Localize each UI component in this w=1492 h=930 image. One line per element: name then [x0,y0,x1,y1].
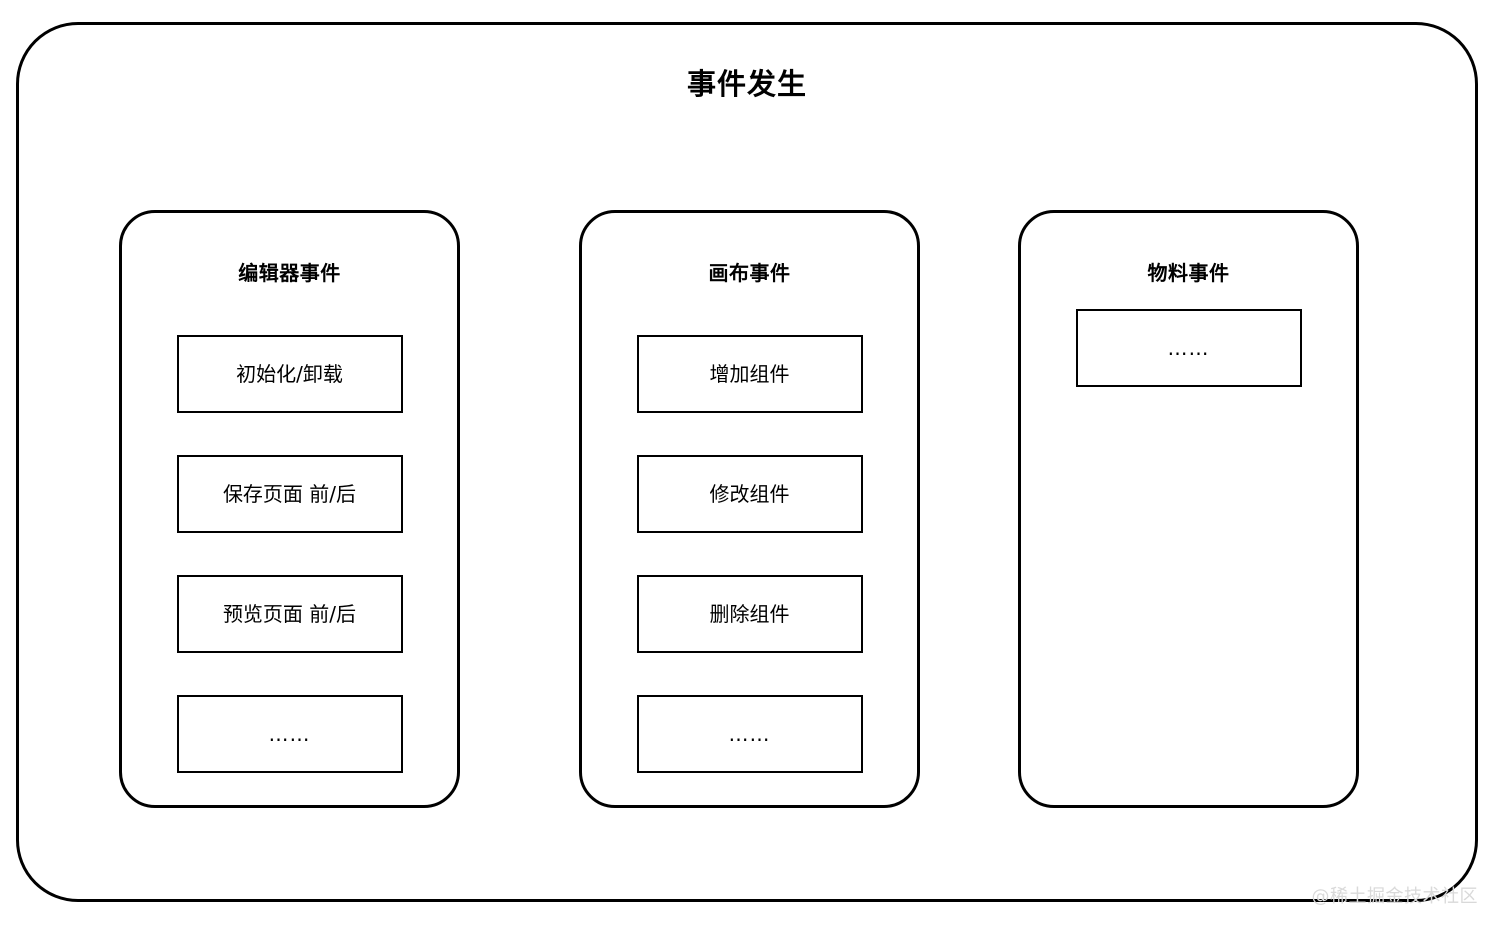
item-label: …… [728,722,771,746]
item-label: 保存页面 前/后 [222,482,357,506]
item-label: 修改组件 [709,482,790,506]
diagram-title: 事件发生 [686,67,807,101]
item-label: 预览页面 前/后 [222,602,357,626]
item-box: 删除组件 [636,575,863,653]
item-list-canvas-events: 增加组件 修改组件 删除组件 …… [582,335,917,773]
item-box: 初始化/卸载 [176,335,403,413]
item-box-ellipsis: …… [1075,309,1302,387]
item-box: 预览页面 前/后 [176,575,403,653]
item-label: 增加组件 [709,362,790,386]
item-label: …… [1167,336,1210,360]
item-label: 删除组件 [709,602,790,626]
column-group: 编辑器事件 初始化/卸载 保存页面 前/后 预览页面 前/后 …… [19,25,1475,899]
item-box-ellipsis: …… [176,695,403,773]
item-box: 增加组件 [636,335,863,413]
item-box-ellipsis: …… [636,695,863,773]
column-title-editor-events: 编辑器事件 [238,261,341,285]
outer-container-event-occurs: 事件发生 编辑器事件 初始化/卸载 保存页面 前/后 预览页面 前/后 … [16,22,1478,902]
item-box: 修改组件 [636,455,863,533]
item-label: 初始化/卸载 [236,362,343,386]
item-list-material-events: …… [1021,309,1356,387]
item-list-editor-events: 初始化/卸载 保存页面 前/后 预览页面 前/后 …… [122,335,457,773]
column-title-material-events: 物料事件 [1147,261,1230,285]
column-canvas-events: 画布事件 增加组件 修改组件 删除组件 …… [579,210,920,808]
column-material-events: 物料事件 …… [1018,210,1359,808]
item-label: …… [268,722,311,746]
item-box: 保存页面 前/后 [176,455,403,533]
column-title-canvas-events: 画布事件 [708,261,791,285]
watermark: @稀土掘金技术社区 [1311,886,1478,907]
column-editor-events: 编辑器事件 初始化/卸载 保存页面 前/后 预览页面 前/后 …… [119,210,460,808]
